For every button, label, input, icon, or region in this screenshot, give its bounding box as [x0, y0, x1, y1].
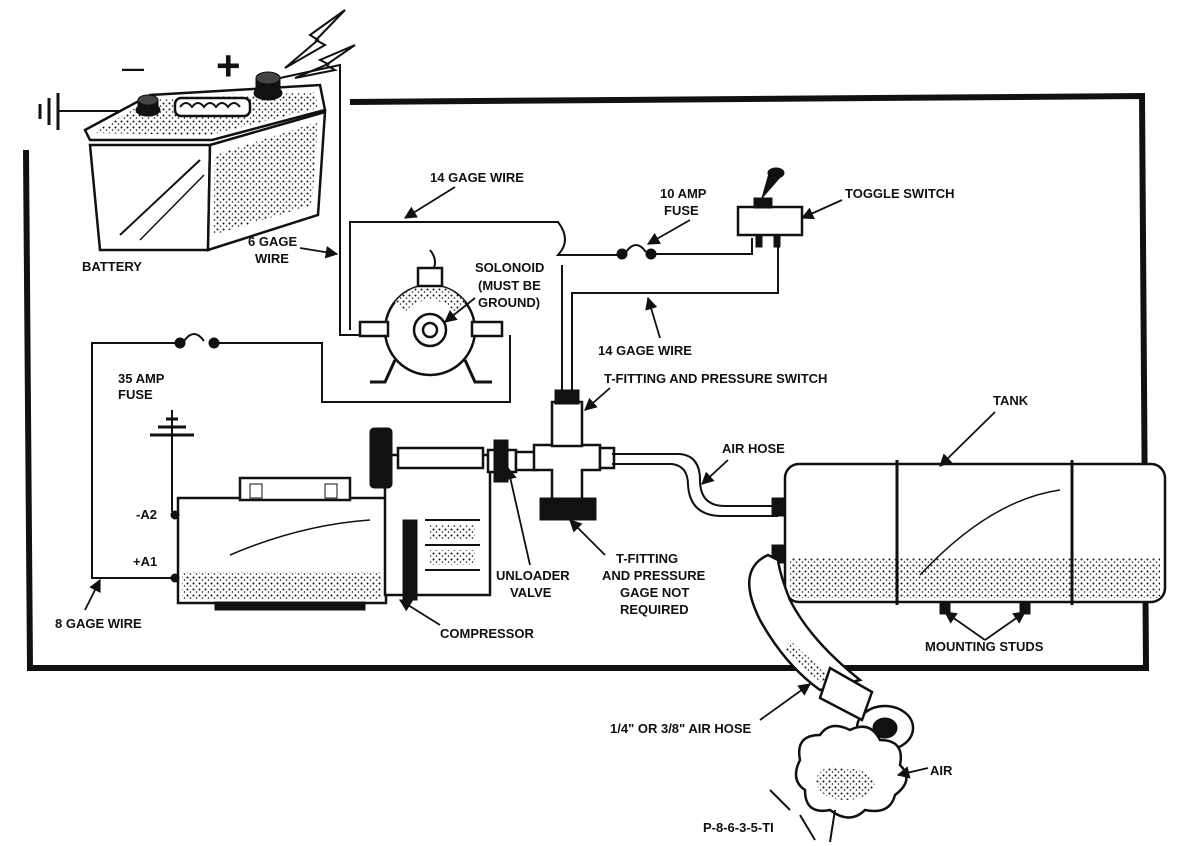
- label-8-gage-wire: 8 GAGE WIRE: [55, 616, 142, 631]
- spark-bolt-icon: [284, 9, 356, 79]
- toggle-switch: [736, 167, 804, 248]
- solenoid: [358, 266, 504, 384]
- label-solonoid-line2: (MUST BE: [478, 278, 541, 293]
- label-terminal-a1: +A1: [133, 554, 157, 569]
- air-hose: [612, 453, 778, 507]
- label-terminal-a2: -A2: [136, 507, 157, 522]
- label-battery: BATTERY: [82, 259, 142, 274]
- callout-arrows: [84, 186, 1027, 779]
- label-pressure-gage-line1: T-FITTING: [616, 551, 678, 566]
- label-unloader-valve-line1: UNLOADER: [496, 568, 570, 583]
- tank: [771, 460, 1167, 615]
- label-35-amp-fuse-line2: FUSE: [118, 387, 153, 402]
- battery-minus-sign: —: [122, 56, 144, 81]
- label-unloader-valve-line2: VALVE: [510, 585, 552, 600]
- label-solonoid-line1: SOLONOID: [475, 260, 544, 275]
- wire-8-gage: [218, 335, 511, 403]
- battery-plus-sign: +: [216, 42, 241, 89]
- label-toggle-switch: TOGGLE SWITCH: [845, 186, 955, 201]
- compressor-motor: [170, 476, 388, 611]
- label-10-amp-fuse-line2: FUSE: [664, 203, 699, 218]
- wire-14-gage-top: [349, 221, 620, 330]
- wire-14-gage-switch: [571, 245, 779, 390]
- label-tank: TANK: [993, 393, 1029, 408]
- label-solonoid-line3: GROUND): [478, 295, 540, 310]
- label-14-gage-wire-mid: 14 GAGE WIRE: [598, 343, 692, 358]
- t-fitting-pressure-switch: [532, 389, 616, 521]
- label-pressure-gage-line2: AND PRESSURE: [602, 568, 706, 583]
- ground-frame: [23, 92, 1150, 671]
- label-6-gage-wire-line2: WIRE: [255, 251, 289, 266]
- label-air: AIR: [930, 763, 953, 778]
- label-6-gage-wire-line1: 6 GAGE: [248, 234, 297, 249]
- label-air-hose-size: 1/4" OR 3/8" AIR HOSE: [610, 721, 751, 736]
- unloader-valve: [486, 439, 538, 483]
- air-burst-icon: [769, 724, 908, 843]
- label-part-number: P-8-6-3-5-TI: [703, 820, 774, 835]
- label-t-fitting-pressure-switch: T-FITTING AND PRESSURE SWITCH: [604, 371, 827, 386]
- label-pressure-gage-line4: REQUIRED: [620, 602, 689, 617]
- battery: [83, 71, 327, 252]
- label-35-amp-fuse-line1: 35 AMP: [118, 371, 165, 386]
- label-14-gage-wire-top: 14 GAGE WIRE: [430, 170, 524, 185]
- label-pressure-gage-line3: GAGE NOT: [620, 585, 689, 600]
- battery-ground-symbol: [38, 93, 120, 130]
- fuse-10-amp: [616, 244, 657, 260]
- compressor-head: [369, 427, 492, 601]
- label-mounting-studs: MOUNTING STUDS: [925, 639, 1044, 654]
- label-air-hose: AIR HOSE: [722, 441, 785, 456]
- label-compressor: COMPRESSOR: [440, 626, 535, 641]
- compressor-ground-symbol: [150, 410, 194, 512]
- label-10-amp-fuse-line1: 10 AMP: [660, 186, 707, 201]
- fuse-35-amp: [174, 333, 220, 349]
